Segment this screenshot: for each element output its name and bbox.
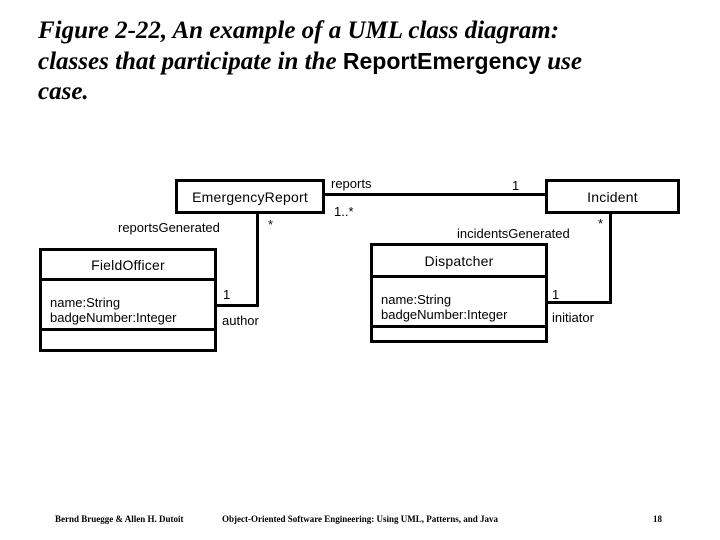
reports-association-line — [325, 193, 545, 196]
footer-authors: Bernd Bruegge & Allen H. Dutoit — [55, 514, 184, 524]
title-line-2-before: classes that participate in the — [38, 48, 343, 75]
title-line-2-after: use — [541, 48, 582, 75]
incidents-generated-label: incidentsGenerated — [457, 226, 570, 241]
field-officer-attributes: name:String badgeNumber:Integer — [42, 278, 214, 328]
class-box-dispatcher: Dispatcher name:String badgeNumber:Integ… — [370, 243, 548, 343]
attribute-name: name:String — [381, 292, 452, 307]
field-officer-operations-compartment — [42, 328, 214, 349]
title-use-case-keyword: ReportEmergency — [342, 48, 541, 74]
class-box-incident: Incident — [545, 179, 680, 214]
title-line-3: case. — [38, 78, 89, 105]
reports-generated-label: reportsGenerated — [118, 220, 220, 235]
initiator-multiplicity-dispatcher-end: 1 — [552, 287, 560, 302]
class-name-field-officer: FieldOfficer — [91, 256, 165, 273]
reports-multiplicity-report-end: 1..* — [334, 204, 354, 219]
class-box-field-officer: FieldOfficer name:String badgeNumber:Int… — [39, 248, 217, 352]
attribute-badge-number: badgeNumber:Integer — [381, 307, 508, 322]
class-name-emergency-report: EmergencyReport — [192, 188, 308, 205]
author-association-line-horizontal — [215, 304, 259, 307]
initiator-multiplicity-incident-end: * — [598, 216, 604, 231]
class-name-dispatcher: Dispatcher — [424, 252, 494, 269]
reports-multiplicity-incident-end: 1 — [512, 178, 520, 193]
attribute-name: name:String — [50, 295, 121, 310]
author-association-line-vertical — [256, 214, 259, 307]
author-role-label: author — [222, 313, 259, 328]
reports-association-label: reports — [331, 176, 372, 191]
footer-book-title: Object-Oriented Software Engineering: Us… — [221, 514, 499, 524]
footer-page-number: 18 — [653, 514, 662, 524]
attribute-badge-number: badgeNumber:Integer — [50, 310, 177, 325]
title-line-2: classes that participate in the ReportEm… — [38, 46, 688, 77]
initiator-association-line-vertical — [609, 214, 612, 304]
author-multiplicity-officer-end: 1 — [223, 287, 231, 302]
author-multiplicity-report-end: * — [268, 217, 274, 232]
title-line-1: Figure 2-22, An example of a UML class d… — [38, 17, 560, 44]
initiator-association-line-horizontal — [548, 301, 612, 304]
class-name-incident: Incident — [587, 188, 638, 205]
class-box-emergency-report: EmergencyReport — [175, 179, 325, 214]
slide-title: Figure 2-22, An example of a UML class d… — [38, 16, 688, 107]
dispatcher-attributes: name:String badgeNumber:Integer — [373, 275, 545, 325]
dispatcher-operations-compartment — [373, 325, 545, 340]
initiator-role-label: initiator — [552, 310, 594, 325]
